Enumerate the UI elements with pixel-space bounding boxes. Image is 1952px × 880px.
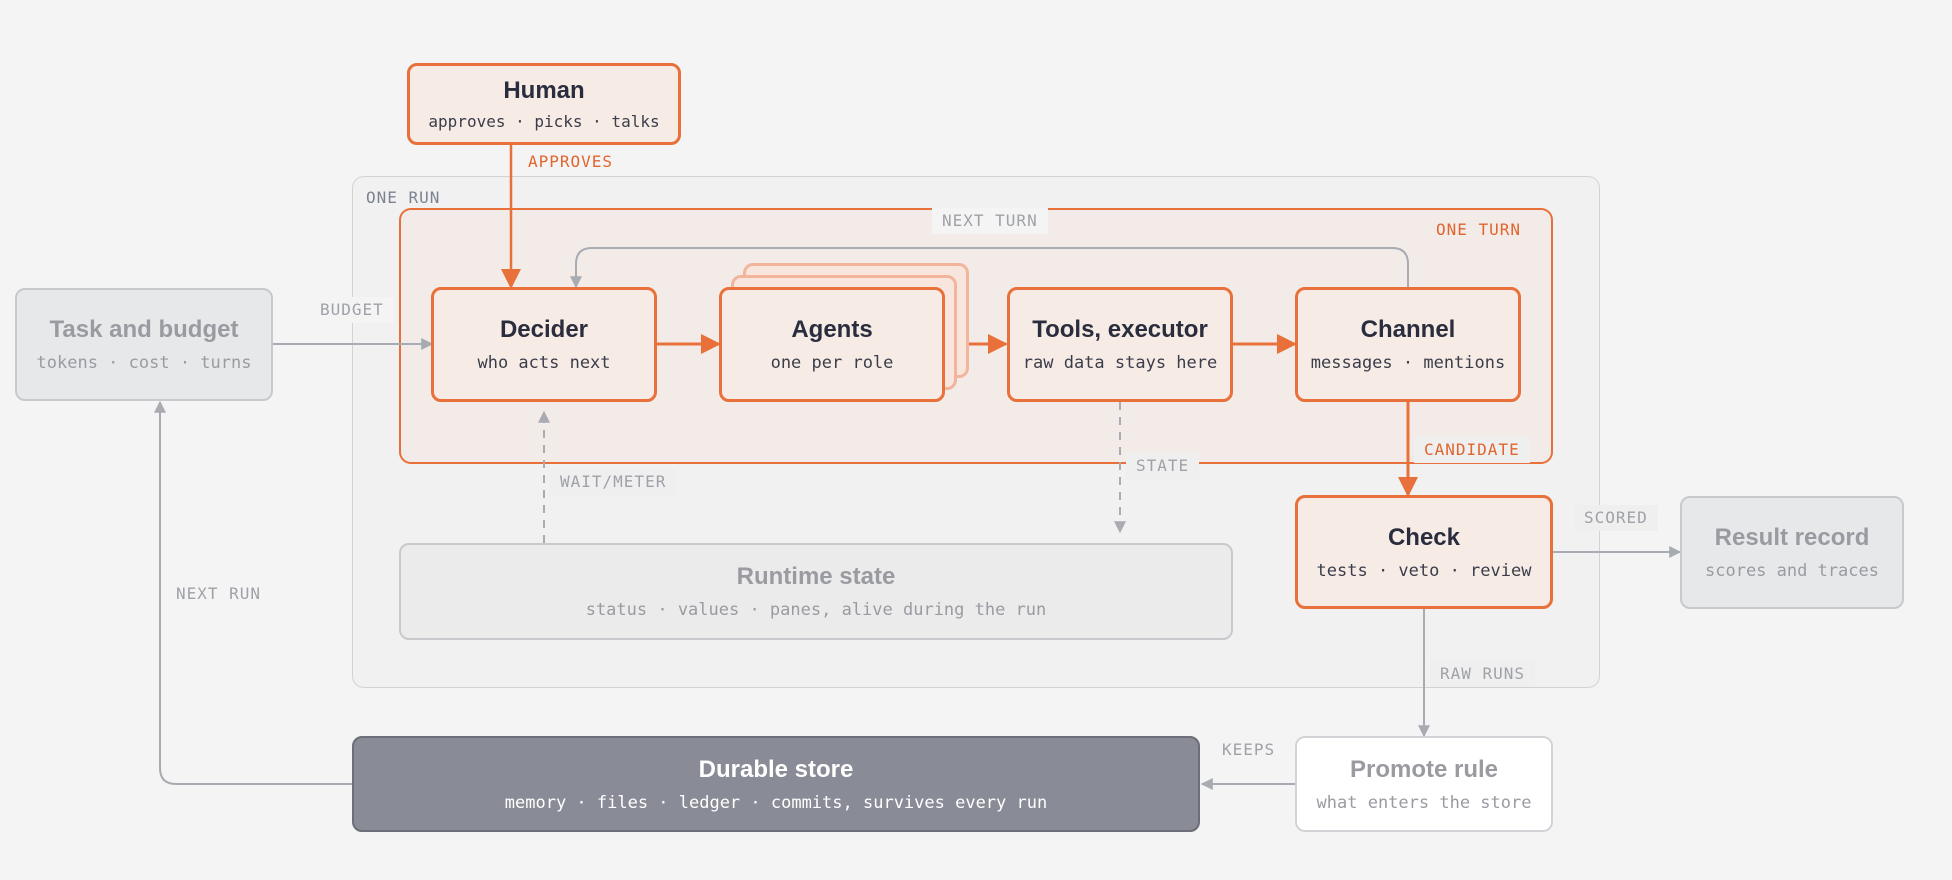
label-wait-meter: WAIT/METER: [550, 469, 677, 495]
runtime-subtitle: status · values · panes, alive during th…: [585, 600, 1047, 620]
decider-subtitle: who acts next: [477, 353, 611, 373]
label-budget: BUDGET: [310, 297, 394, 323]
label-next-run: NEXT RUN: [166, 581, 272, 607]
edge-next-run: [154, 400, 352, 785]
result-subtitle: scores and traces: [1705, 561, 1879, 581]
label-keeps: KEEPS: [1212, 737, 1286, 763]
runtime-node: Runtime state status · values · panes, a…: [399, 543, 1233, 640]
tools-subtitle: raw data stays here: [1022, 353, 1218, 373]
promote-title: Promote rule: [1349, 755, 1499, 783]
result-node: Result record scores and traces: [1680, 496, 1904, 609]
check-title: Check: [1387, 523, 1461, 551]
human-subtitle: approves · picks · talks: [428, 112, 660, 131]
label-next-turn: NEXT TURN: [932, 208, 1048, 234]
task-node: Task and budget tokens · cost · turns: [15, 288, 273, 401]
check-node: Check tests · veto · review: [1295, 495, 1553, 609]
edge-next-turn: [570, 247, 1409, 289]
label-approves: APPROVES: [518, 149, 624, 175]
store-title: Durable store: [698, 755, 854, 783]
label-candidate: CANDIDATE: [1414, 437, 1530, 463]
label-raw-runs: RAW RUNS: [1430, 661, 1536, 687]
check-subtitle: tests · veto · review: [1316, 560, 1532, 581]
result-title: Result record: [1714, 524, 1870, 551]
channel-subtitle: messages · mentions: [1310, 353, 1506, 373]
promote-subtitle: what enters the store: [1316, 792, 1532, 813]
store-subtitle: memory · files · ledger · commits, survi…: [504, 792, 1048, 813]
label-state: STATE: [1126, 453, 1200, 479]
promote-node: Promote rule what enters the store: [1295, 736, 1553, 832]
decider-node: Decider who acts next: [431, 287, 657, 402]
task-subtitle: tokens · cost · turns: [36, 353, 252, 373]
one-turn-label: ONE TURN: [1436, 220, 1522, 239]
tools-node: Tools, executor raw data stays here: [1007, 287, 1233, 402]
channel-title: Channel: [1360, 316, 1456, 343]
agents-title: Agents: [791, 316, 873, 343]
runtime-title: Runtime state: [736, 563, 896, 590]
task-title: Task and budget: [49, 316, 239, 343]
human-title: Human: [503, 77, 585, 104]
agents-subtitle: one per role: [770, 353, 894, 373]
tools-title: Tools, executor: [1032, 316, 1208, 343]
human-node: Human approves · picks · talks: [407, 63, 681, 145]
agents-node: Agents one per role: [719, 287, 945, 402]
label-scored: SCORED: [1574, 505, 1658, 531]
decider-title: Decider: [499, 316, 589, 343]
channel-node: Channel messages · mentions: [1295, 287, 1521, 402]
one-run-label: ONE RUN: [366, 188, 441, 207]
store-node: Durable store memory · files · ledger · …: [352, 736, 1200, 832]
